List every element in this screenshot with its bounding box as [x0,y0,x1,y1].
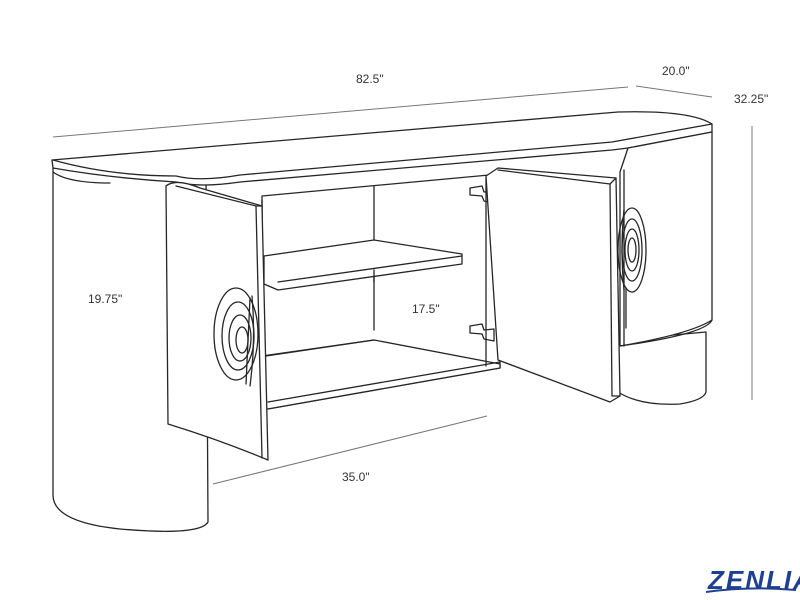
right-end-curve [619,319,713,347]
right-door-handle-icon [617,207,647,329]
top-front-edge [52,123,713,180]
cabinet-width-dimension-label: 35.0" [342,470,370,484]
shelf-depth-dimension-label: 17.5" [412,302,440,316]
door-height-dimension-label: 19.75" [88,292,122,306]
length-dimension-label: 82.5" [356,72,384,86]
depth-dimension-label: 20.0" [662,64,690,78]
left-door-handle-icon [213,287,259,387]
top-surface [51,111,713,186]
brand-logo: ZENLIA [705,565,800,595]
right-door [485,167,621,403]
left-door [165,181,269,461]
cabinet-interior [261,173,501,411]
brand-swoosh [705,587,797,593]
dimension-labels: 82.5" 20.0" 32.25" 19.75" 17.5" 35.0" [88,64,768,484]
hinge-bottom-icon [469,323,495,342]
right-leg [617,331,707,405]
height-dimension-label: 32.25" [734,92,768,106]
left-leg-curve [52,171,111,184]
